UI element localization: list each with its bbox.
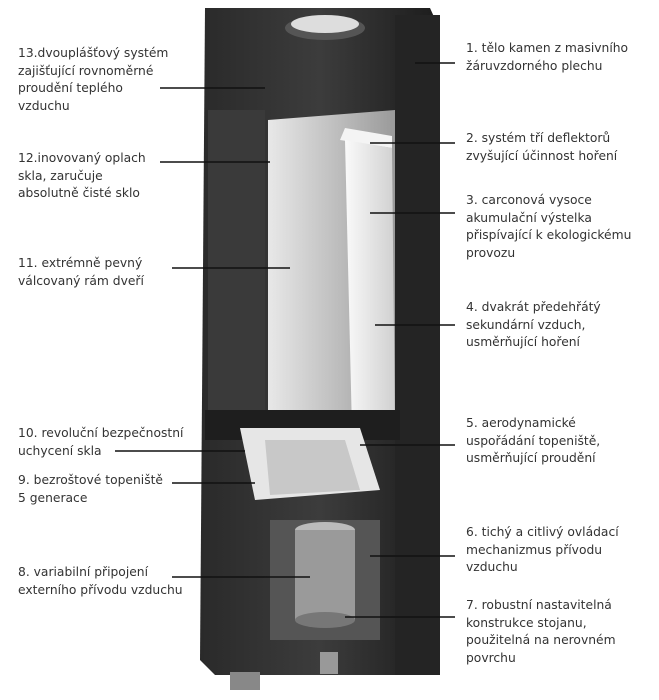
label-1-stove-body: 1. tělo kamen z masivního žáruvzdorného … (466, 41, 629, 73)
carcon-lining (345, 140, 395, 430)
label-8-external-air-connection: 8. variabilní připojení externího přívod… (18, 565, 183, 597)
label-2-deflectors: 2. systém tří deflektorů zvyšující účinn… (466, 131, 618, 163)
air-duct (295, 612, 355, 628)
label-10-glass-mount: 10. revoluční bezpečnostní uchycení skla (18, 426, 184, 458)
label-11-door-frame: 11. extrémně pevný válcovaný rám dveří (18, 256, 144, 288)
label-13-double-shell-system: 13.dvouplášťový systém zajišťující rovno… (18, 46, 169, 113)
label-4-secondary-air: 4. dvakrát předehřátý sekundární vzduch,… (466, 300, 601, 349)
right-side-panel (395, 15, 440, 675)
label-9-gratless-firebox: 9. bezroštové topeniště 5 generace (18, 473, 163, 505)
label-5-aerodynamic-firebox: 5. aerodynamické uspořádání topeniště, u… (466, 416, 601, 465)
leader-lines (115, 62, 455, 618)
foot-left (230, 672, 260, 690)
label-7-adjustable-stand: 7. robustní nastavitelná konstrukce stoj… (466, 598, 616, 665)
foot-right (320, 652, 338, 674)
label-6-air-control: 6. tichý a citlivý ovládací mechanizmus … (466, 525, 619, 574)
glass-door-frame (208, 110, 265, 420)
label-12-glass-air-wash: 12.inovovaný oplach skla, zaručuje absol… (18, 151, 146, 200)
label-3-carcon-lining: 3. carconová vysoce akumulační výstelka … (466, 193, 632, 260)
